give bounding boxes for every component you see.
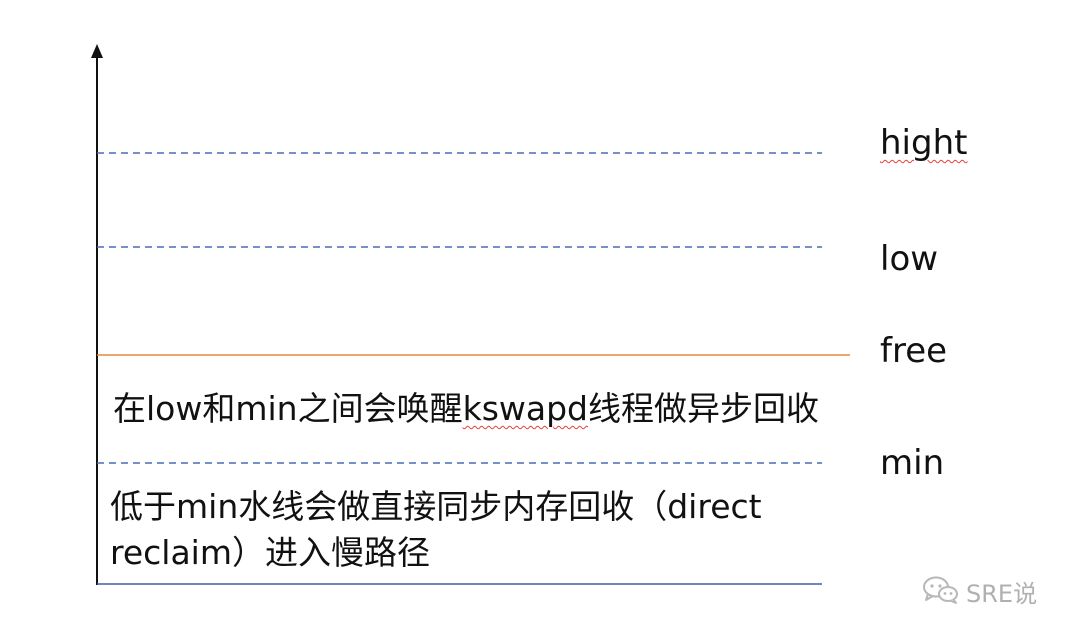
kswapd-note-prefix: 在low和min之间会唤醒 [113,389,463,428]
direct-reclaim-note-line1: 低于min水线会做直接同步内存回收（direct [110,487,762,526]
wechat-chat-icon [922,575,960,609]
min-label: min [880,446,944,480]
kswapd-note-suffix: 线程做异步回收 [588,389,819,428]
watermark: SRE说 [922,574,1037,609]
kswapd-keyword: kswapd [462,389,588,428]
direct-reclaim-note: 低于min水线会做直接同步内存回收（direct reclaim）进入慢路径 [110,484,762,576]
direct-reclaim-note-line2: reclaim）进入慢路径 [110,533,430,572]
kswapd-async-reclaim-note: 在low和min之间会唤醒kswapd线程做异步回收 [113,386,819,432]
free-label: free [880,334,947,368]
hight-label-text: hight [880,123,968,163]
y-axis-arrowhead [91,44,103,58]
free-label-text: free [880,331,948,371]
low-label-text: low [880,239,939,279]
hight-label: hight [880,126,967,160]
watermark-text: SRE说 [966,580,1038,608]
min-label-text: min [880,443,945,483]
low-label: low [880,242,938,276]
